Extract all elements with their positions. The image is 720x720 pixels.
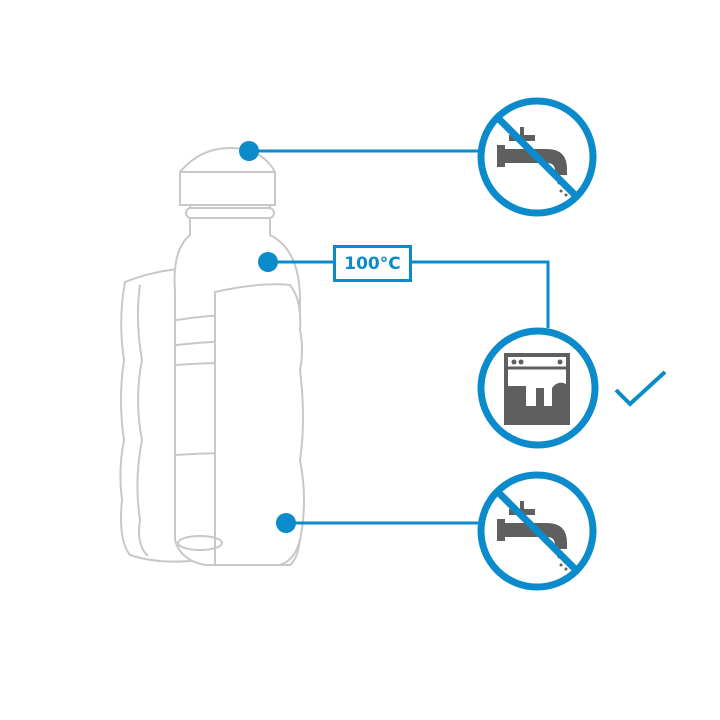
- temperature-label: 100°C: [333, 245, 412, 282]
- dishwasher-icon: [477, 327, 599, 449]
- checkmark-icon: [614, 370, 667, 407]
- bottle-illustration: [119, 146, 305, 566]
- sleeve-marker-dot: [276, 513, 296, 533]
- sleeve-front: [214, 283, 305, 566]
- no-running-water-icon: [477, 471, 597, 591]
- bottle-cap: [179, 146, 276, 206]
- no-running-water-icon: [477, 97, 597, 217]
- bottle-marker-dot: [258, 252, 278, 272]
- cap-marker-dot: [239, 141, 259, 161]
